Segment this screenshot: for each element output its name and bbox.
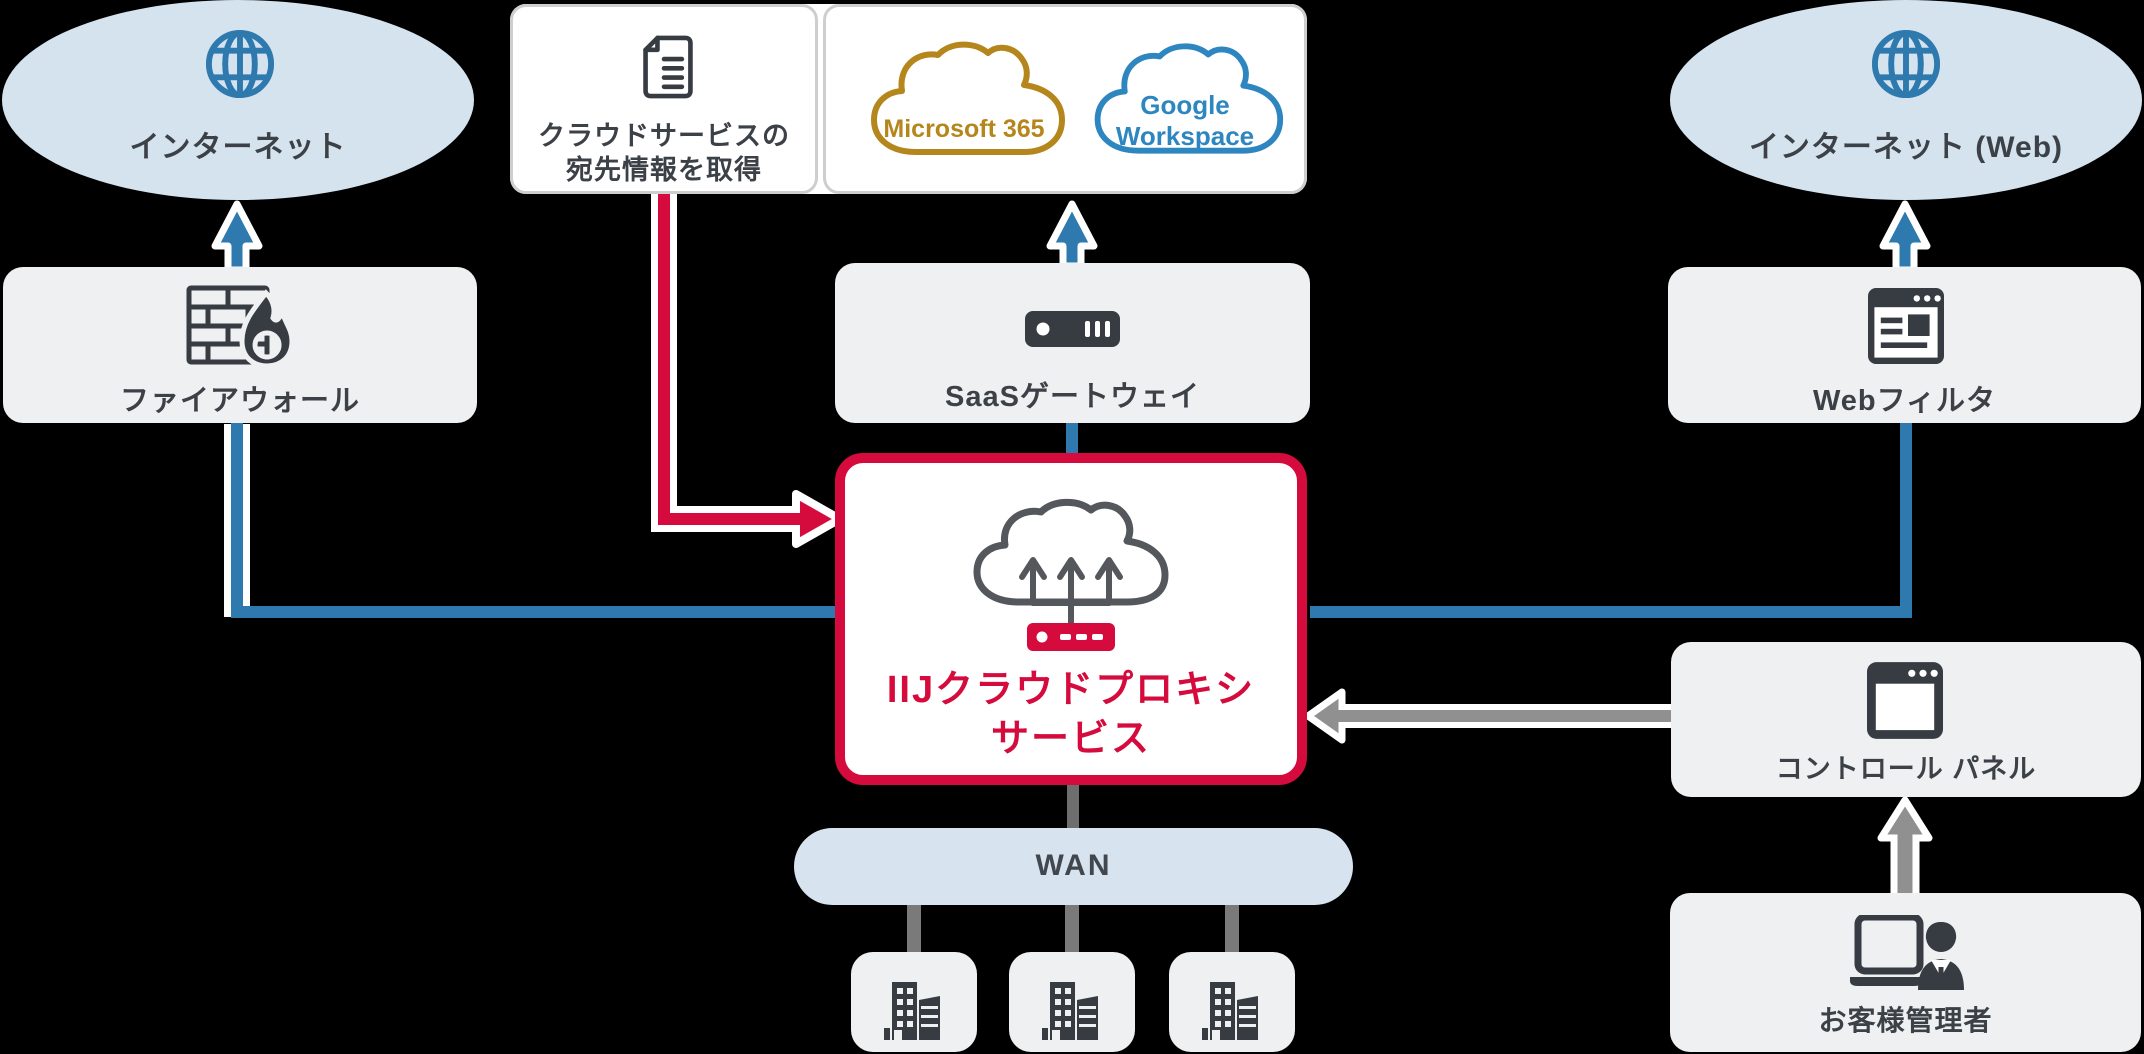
firewall-label: ファイアウォール: [119, 385, 360, 417]
office-building-icon: [1202, 982, 1258, 1040]
document-icon: [643, 35, 693, 99]
internet-node: インターネット: [2, 0, 474, 200]
firewall-node: ファイアウォール: [3, 267, 477, 423]
iij-proxy-node: IIJクラウドプロキシ サービス: [835, 453, 1307, 785]
office-node-3: [1169, 952, 1295, 1052]
wan-label: WAN: [1035, 849, 1112, 882]
saas-gateway-label: SaaSゲートウェイ: [945, 381, 1200, 413]
arrowhead-admin-icon: [1877, 796, 1933, 842]
microsoft365-cloud: Microsoft 365: [860, 40, 1068, 171]
microsoft365-label: Microsoft 365: [883, 115, 1045, 143]
cloud-microsoft-icon: [871, 41, 1065, 155]
google-workspace-cloud: Google Workspace: [1084, 40, 1286, 171]
saas-clouds-node: Microsoft 365 Google Workspace: [823, 4, 1307, 194]
browser-window-icon: [1868, 288, 1944, 364]
customer-admin-label: お客様管理者: [1818, 1005, 1993, 1036]
firewall-brick-flame-icon: [186, 285, 295, 367]
saas-gateway-node: SaaSゲートウェイ: [835, 263, 1310, 423]
arrow-firewall-to-internet-icon: [211, 200, 263, 274]
office-building-icon: [884, 982, 940, 1040]
office-node-1: [851, 952, 977, 1052]
office-building-icon: [1042, 982, 1098, 1040]
web-filter-node: Webフィルタ: [1668, 267, 2141, 423]
admin-laptop-person-icon: [1850, 915, 1964, 990]
cloud-upload-proxy-icon: [973, 498, 1169, 651]
iij-proxy-label-line2: サービス: [990, 718, 1151, 760]
web-filter-label: Webフィルタ: [1812, 385, 1997, 417]
window-panel-icon: [1867, 662, 1943, 739]
top-center-panel: クラウドサービスの 宛先情報を取得 Microsoft 365 Google W…: [510, 4, 1307, 194]
line-firewall-to-proxy: [231, 423, 840, 618]
internet-label: インターネット: [129, 131, 347, 164]
dest-info-node: クラウドサービスの 宛先情報を取得: [510, 4, 818, 194]
line-destinfo-to-proxy: [658, 194, 804, 525]
iij-proxy-label-line1: IIJクラウドプロキシ: [886, 669, 1256, 711]
wan-bar: WAN: [794, 828, 1353, 905]
customer-admin-node: お客様管理者: [1670, 893, 2141, 1052]
control-panel-node: コントロール パネル: [1671, 642, 2141, 797]
arrow-gateway-to-saas-icon: [1046, 200, 1098, 270]
cloud-google-icon: [1094, 43, 1284, 154]
server-icon: [1025, 311, 1120, 347]
office-node-2: [1009, 952, 1135, 1052]
control-panel-label: コントロール パネル: [1775, 754, 2037, 784]
dest-info-line2: 宛先情報を取得: [566, 155, 762, 185]
google-label-line1: Google: [1140, 90, 1230, 120]
line-webfilter-to-proxy: [1310, 423, 1912, 618]
google-label-line2: Workspace: [1115, 121, 1255, 151]
line-destinfo-casing: [651, 194, 796, 532]
arrowhead-control-icon: [1304, 688, 1346, 744]
dest-info-line1: クラウドサービスの: [538, 121, 790, 151]
internet-web-label: インターネット (Web): [1748, 131, 2064, 164]
internet-web-node: インターネット (Web): [1670, 0, 2142, 200]
globe-icon: [205, 29, 275, 99]
arrow-webfilter-to-internet-icon: [1879, 200, 1931, 274]
globe-icon: [1871, 29, 1941, 99]
